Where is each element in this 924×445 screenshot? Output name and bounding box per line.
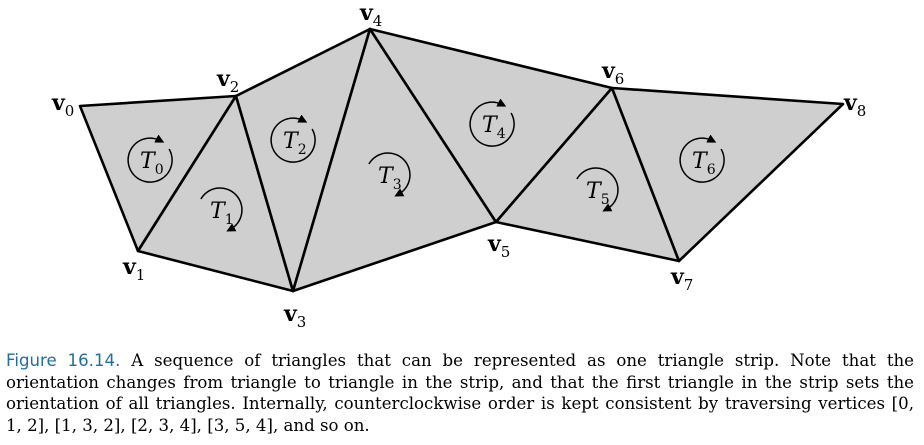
caption-text: A sequence of triangles that can be repr… [6,351,914,435]
vertex-label: v8 [843,90,866,120]
vertex-label: v6 [601,58,624,88]
figure-caption: Figure 16.14. A sequence of triangles th… [6,350,914,436]
vertex-label: v4 [359,0,382,30]
vertex-label: v2 [216,66,239,96]
triangle-t6 [610,86,845,263]
vertex-label: v7 [670,264,693,294]
caption-label: Figure 16.14. [6,351,121,370]
vertex-label: v3 [283,301,306,331]
rotation-arrow-icon [576,167,619,212]
rotation-arrow-icon [679,134,725,183]
vertex-label: v0 [51,90,74,120]
vertex-label: v5 [487,231,510,261]
rotation-arrow-icon [200,187,243,232]
rotation-arrow-icon [127,134,173,183]
rotation-arrow-icon [469,98,515,147]
vertex-label: v1 [122,254,145,284]
rotation-arrow-icon [270,114,316,163]
rotation-arrow-icon [368,152,411,197]
